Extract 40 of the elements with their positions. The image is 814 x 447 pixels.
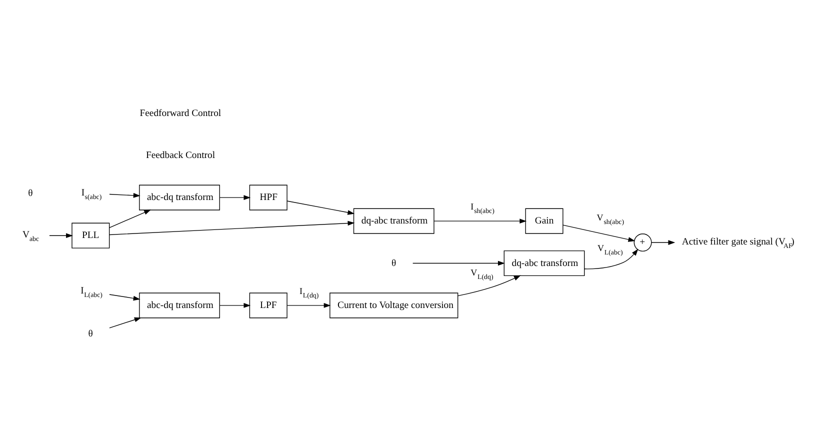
node-box: abc-dq transform [139,292,220,318]
arrow [220,303,251,308]
arrow [220,195,251,200]
arrow [458,275,521,296]
node-box: HPF [249,184,288,210]
node-circle: + [634,234,652,252]
node-box: Current to Voltage conversion [330,292,458,318]
arrow [286,303,331,308]
node-box: PLL [72,222,110,248]
arrow [109,220,355,236]
node-box: Gain [525,208,564,234]
node-text: I$_{s(abc)}$ [81,187,102,201]
arrow [651,240,676,245]
arrow [49,233,73,238]
edge-label: V$_{sh(abc)}$ [596,212,624,226]
node-text: V$_{abc}$ [22,229,40,243]
node-box: LPF [249,292,288,318]
node-text: θ [88,328,93,340]
edge-label: V$_{L(abc)}$ [597,243,623,257]
label: θ [28,188,33,199]
node-box: abc-dq transform [139,184,220,210]
arrow [109,193,140,198]
arrow [286,200,355,215]
arrow [562,224,636,242]
node-box: dq-abc transform [353,208,434,234]
node-text: θ [391,258,396,269]
arrow [434,218,527,224]
node-text: Active filter gate signal (V$_{AF}$) [682,236,794,250]
arrow [109,294,140,301]
arrow [584,248,638,270]
node-text: I$_{L(abc)}$ [80,285,102,299]
edge-label: I$_{sh(abc)}$ [470,202,494,216]
arrow [109,317,142,328]
node-box: dq-abc transform [504,250,585,276]
edge-label: I$_{L(dq)}$ [299,286,319,300]
label: Feedback Control [146,150,216,161]
edge-label: V$_{L(dq)}$ [470,267,494,281]
arrow [109,210,151,228]
arrow [412,260,505,266]
label: Feedforward Control [140,108,222,119]
